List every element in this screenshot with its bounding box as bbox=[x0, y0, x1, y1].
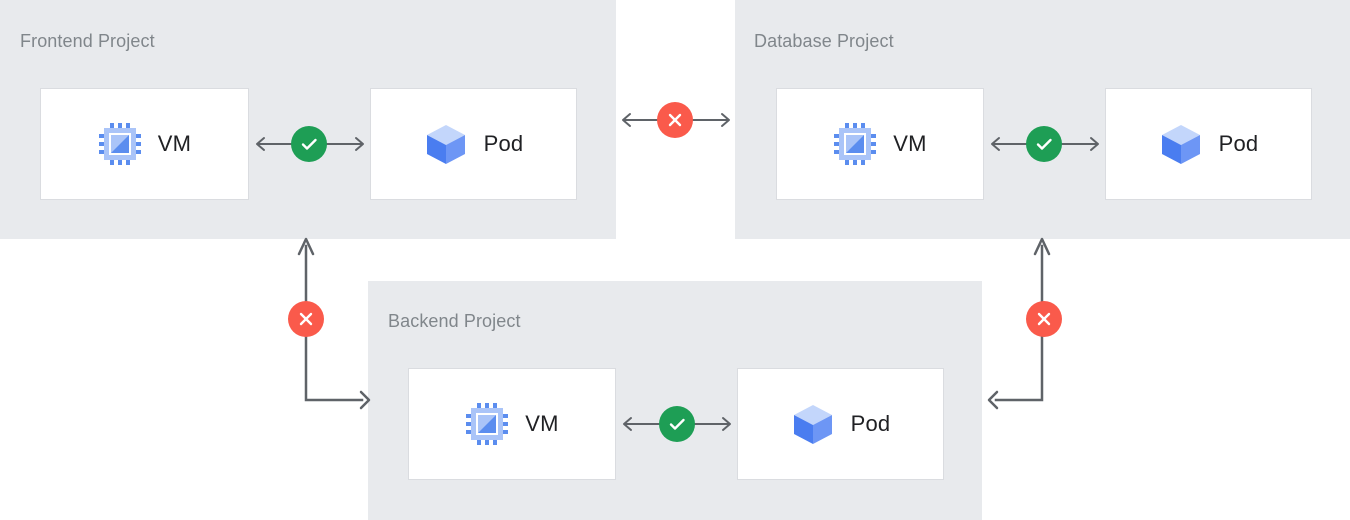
check-circle-icon bbox=[666, 413, 688, 435]
status-badge-frontend-backend[interactable] bbox=[288, 301, 324, 337]
panel-database-title: Database Project bbox=[754, 31, 894, 51]
card-database-pod-label: Pod bbox=[1218, 131, 1259, 156]
status-badge-database-backend[interactable] bbox=[1026, 301, 1062, 337]
x-circle-icon bbox=[665, 110, 685, 130]
card-backend-vm-label: VM bbox=[525, 411, 559, 436]
card-frontend-vm-label: VM bbox=[157, 131, 192, 156]
status-badge-database-internal[interactable] bbox=[1026, 126, 1062, 162]
card-backend-pod-label: Pod bbox=[850, 411, 891, 436]
card-backend-pod[interactable]: Pod bbox=[737, 368, 944, 480]
vm-chip-icon bbox=[465, 402, 509, 446]
status-badge-frontend-internal[interactable] bbox=[291, 126, 327, 162]
card-database-pod[interactable]: Pod bbox=[1105, 88, 1312, 200]
check-circle-icon bbox=[1033, 133, 1055, 155]
x-circle-icon bbox=[296, 309, 316, 329]
card-database-vm[interactable]: VM bbox=[776, 88, 984, 200]
x-circle-icon bbox=[1034, 309, 1054, 329]
panel-frontend-title: Frontend Project bbox=[20, 31, 155, 51]
vm-chip-icon bbox=[98, 122, 142, 166]
status-badge-backend-internal[interactable] bbox=[659, 406, 695, 442]
status-badge-frontend-database[interactable] bbox=[657, 102, 693, 138]
card-frontend-vm[interactable]: VM bbox=[40, 88, 249, 200]
card-frontend-pod-label: Pod bbox=[483, 131, 524, 156]
check-circle-icon bbox=[298, 133, 320, 155]
card-database-vm-label: VM bbox=[893, 131, 927, 156]
vm-chip-icon bbox=[833, 122, 877, 166]
card-frontend-pod[interactable]: Pod bbox=[370, 88, 577, 200]
pod-cube-icon bbox=[1159, 122, 1203, 166]
panel-backend-title: Backend Project bbox=[388, 311, 521, 331]
pod-cube-icon bbox=[424, 122, 468, 166]
card-backend-vm[interactable]: VM bbox=[408, 368, 616, 480]
pod-cube-icon bbox=[791, 402, 835, 446]
